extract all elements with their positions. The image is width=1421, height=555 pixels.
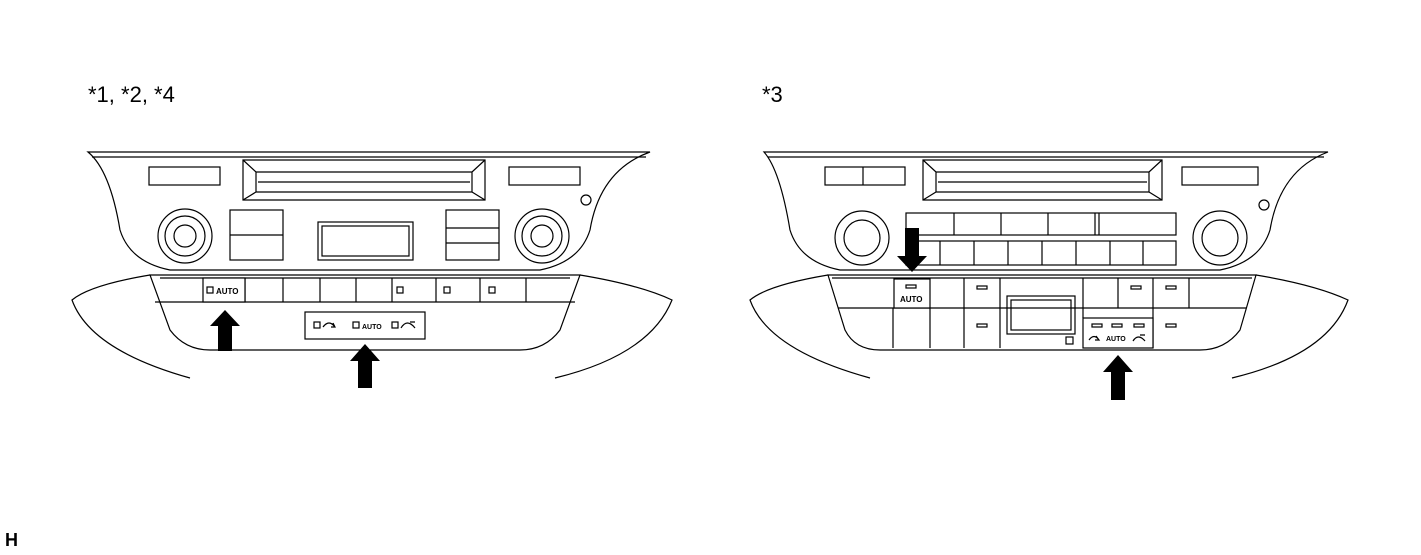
variant-label-right: *3 [762,82,783,107]
variant-label-left: *1, *2, *4 [88,82,175,107]
auto-label: AUTO [362,324,382,331]
auto-button-left-top[interactable]: AUTO [202,277,246,303]
fresh-air-icon [1132,334,1146,342]
control-panel-right: AUTO AUTO [749,151,1349,400]
recirculation-icon [1088,335,1101,341]
air-control-cluster-right[interactable]: AUTO [1082,317,1154,349]
indicator-lamp-icon [396,286,404,294]
control-panel-left: AUTO AUTO [71,151,673,388]
auto-label: AUTO [216,287,239,296]
corner-mark: H [5,530,18,550]
indicator-lamp-icon [443,286,451,294]
arrow-up-icon [350,344,380,388]
air-control-cluster-left[interactable]: AUTO [304,311,426,340]
auto-label: AUTO [1106,336,1126,343]
fresh-air-icon [400,321,416,329]
arrow-up-icon [1103,355,1133,400]
indicator-lamp-icon [488,286,496,294]
arrow-down-icon [897,228,927,272]
auto-button-right-top[interactable]: AUTO [893,278,931,309]
arrow-up-icon [210,310,240,351]
auto-label: AUTO [900,295,923,304]
recirculation-icon [322,322,336,328]
